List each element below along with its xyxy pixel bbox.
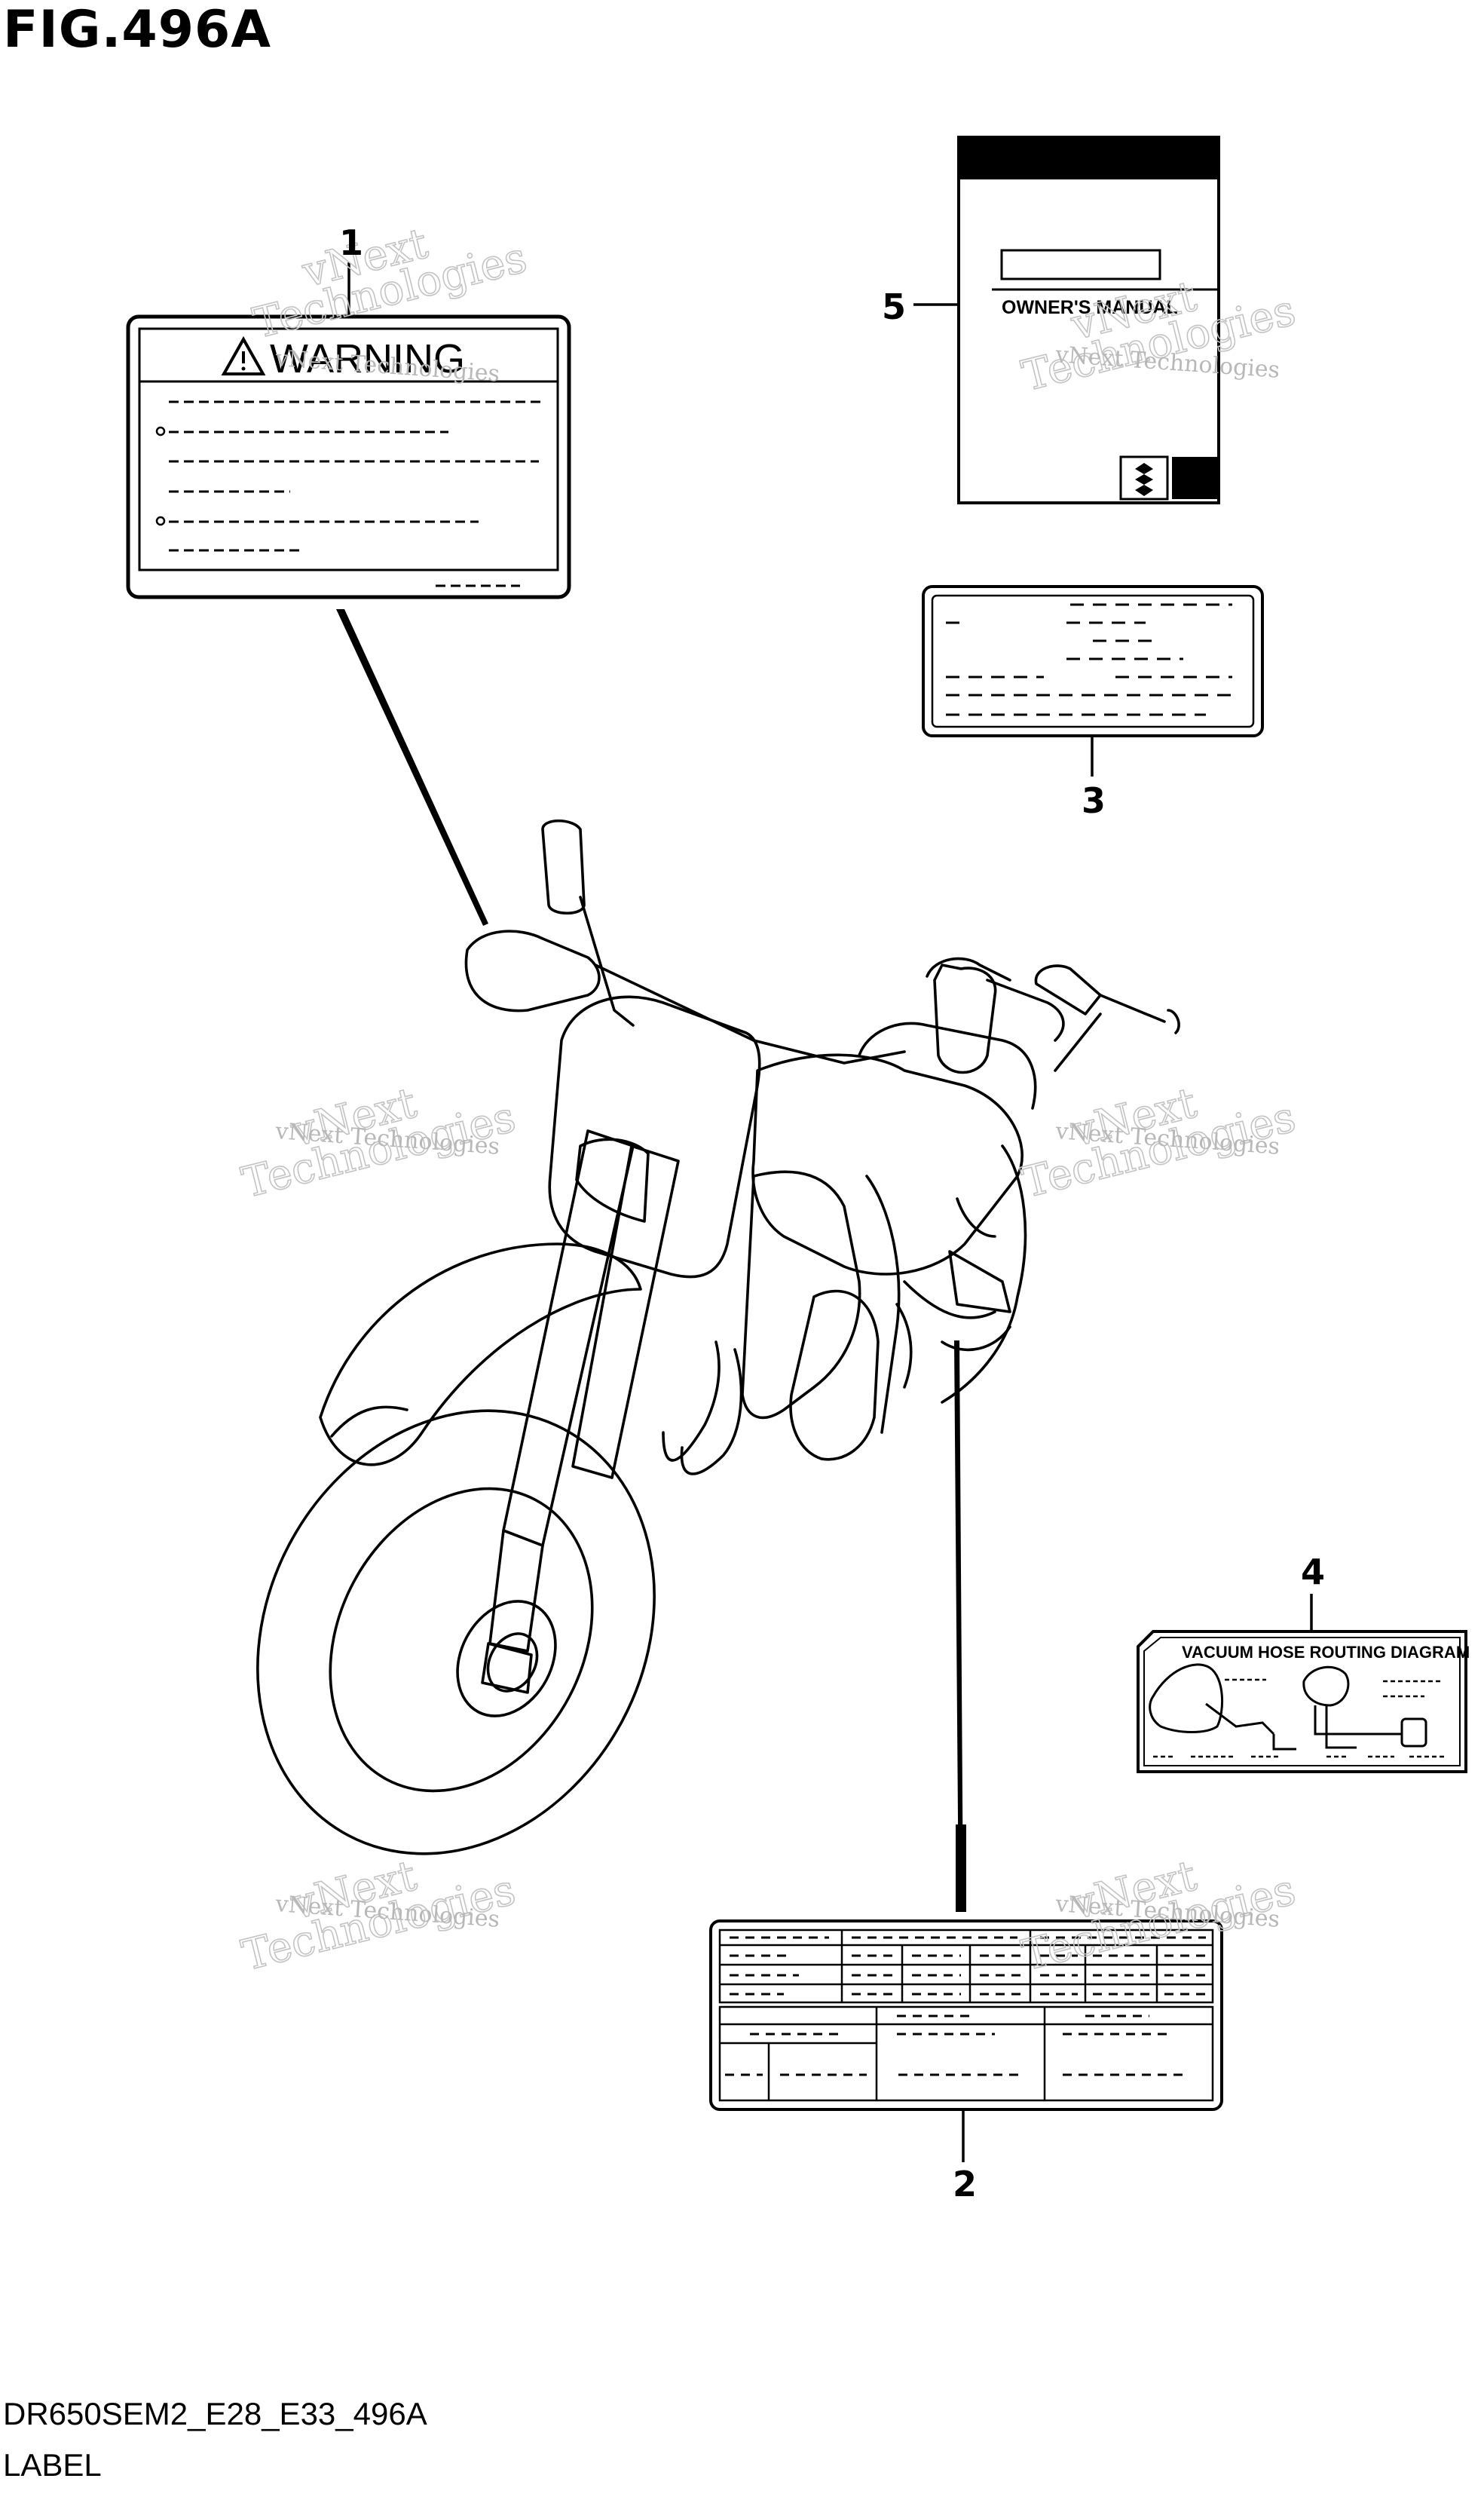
model-code: DR650SEM2_E28_E33_496A <box>3 2396 427 2431</box>
warning-label[interactable]: WARNING <box>126 314 571 599</box>
manual-title: OWNER'S MANUAL <box>1002 297 1178 318</box>
spec-table-label[interactable] <box>709 1919 1223 2111</box>
callout-5: 5 <box>882 286 907 327</box>
callout-2: 2 <box>953 2164 978 2204</box>
info-label-3[interactable] <box>922 585 1264 737</box>
callout-1: 1 <box>339 222 364 263</box>
figure-title: FIG.496A <box>3 0 271 60</box>
owners-manual[interactable]: OWNER'S MANUAL <box>957 136 1220 504</box>
label-2-pointer <box>954 1340 963 1912</box>
callout-3: 3 <box>1082 780 1106 821</box>
label-1-pointer <box>336 609 488 926</box>
vacuum-title: VACUUM HOSE ROUTING DIAGRAM <box>1182 1643 1470 1662</box>
callout-4: 4 <box>1301 1552 1326 1592</box>
warning-heading: WARNING <box>270 336 465 381</box>
vacuum-hose-label[interactable]: VACUUM HOSE ROUTING DIAGRAM <box>1137 1630 1470 1773</box>
motorcycle-illustration <box>256 820 1180 1855</box>
suzuki-logo-icon <box>1119 455 1169 501</box>
section-name: LABEL <box>3 2447 102 2483</box>
warning-triangle-icon <box>221 335 266 375</box>
